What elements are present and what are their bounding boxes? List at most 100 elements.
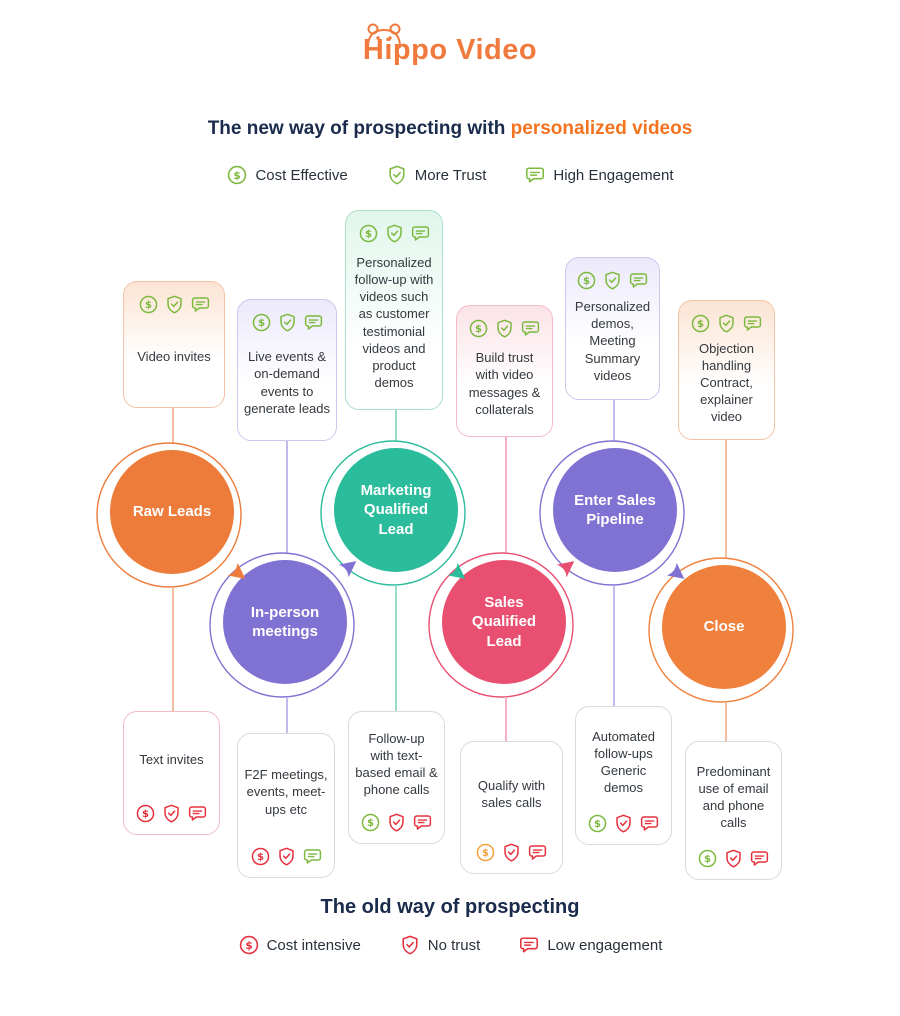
new-way-card-text: Live events & on-demand events to genera… [244, 349, 331, 416]
card-icon-row [360, 812, 433, 833]
new-way-card-close: Objection handling Contract, explainer v… [678, 300, 775, 440]
card-icon-row [468, 318, 541, 339]
connector-line [172, 408, 174, 443]
old-way-card-text: Automated follow-ups Generic demos [592, 728, 655, 796]
connector-line [172, 587, 174, 711]
old-way-card-text: Qualify with sales calls [477, 777, 546, 810]
card-icon-row [138, 294, 211, 315]
legend-item-no-trust: No trust [399, 934, 481, 956]
connector-line [395, 585, 397, 711]
old-way-card-text: Predominant use of email and phone calls [696, 763, 771, 831]
chat-icon [524, 164, 546, 186]
dollar-icon [250, 846, 271, 867]
old-way-card-text: F2F meetings, events, meet-ups etc [244, 767, 328, 817]
chat-icon [187, 803, 208, 824]
dollar-icon [135, 803, 156, 824]
stage-ring [428, 552, 574, 698]
shield-check-icon [277, 312, 298, 333]
new-way-card-enter-sales-pipeline: Personalized demos, Meeting Summary vide… [565, 257, 660, 400]
new-way-card-marketing-qualified-lead: Personalized follow-up with videos such … [345, 210, 443, 410]
dollar-icon [138, 294, 159, 315]
shield-check-icon [386, 812, 407, 833]
dollar-icon [468, 318, 489, 339]
dollar-icon [238, 934, 260, 956]
card-icon-row [135, 803, 208, 824]
old-way-card-marketing-qualified-lead: Follow-up with text-based email & phone … [348, 711, 445, 844]
dollar-icon [576, 270, 597, 291]
chat-icon [303, 312, 324, 333]
card-icon-row [250, 846, 323, 867]
shield-check-icon [399, 934, 421, 956]
connector-line [505, 437, 507, 553]
dollar-icon [475, 842, 496, 863]
card-icon-row [587, 813, 660, 834]
old-way-title: The old way of prospecting [320, 896, 580, 918]
old-way-card-raw-leads: Text invites [123, 711, 220, 835]
dollar-icon [360, 812, 381, 833]
stage-ring [539, 440, 685, 586]
shield-check-icon [276, 846, 297, 867]
connector-line [505, 697, 507, 741]
new-way-card-text: Video invites [137, 349, 211, 365]
stage-circle-raw-leads: Raw Leads [110, 450, 234, 574]
dollar-icon [697, 848, 718, 869]
chat-icon [527, 842, 548, 863]
stage-circle-in-person-meetings: In-person meetings [223, 560, 347, 684]
old-way-card-enter-sales-pipeline: Automated follow-ups Generic demos [575, 706, 672, 845]
connector-line [286, 697, 288, 733]
legend-label: No trust [427, 936, 481, 954]
card-icon-row [576, 270, 649, 291]
shield-check-icon [602, 270, 623, 291]
legend-label: High Engagement [553, 166, 674, 184]
shield-check-icon [723, 848, 744, 869]
shield-check-icon [716, 313, 737, 334]
logo-text: Hippo Video [362, 34, 538, 66]
hippo-video-logo: Hippo Video [0, 23, 900, 82]
new-way-title-highlight: personalized videos [510, 118, 693, 139]
connector-line [613, 585, 615, 706]
shield-check-icon [501, 842, 522, 863]
connector-line [395, 410, 397, 441]
chat-icon [749, 848, 770, 869]
connector-line [725, 440, 727, 558]
new-way-card-text: Personalized demos, Meeting Summary vide… [574, 299, 651, 383]
dollar-icon [690, 313, 711, 334]
old-way-card-sales-qualified-lead: Qualify with sales calls [460, 741, 563, 874]
new-way-card-raw-leads: Video invites [123, 281, 225, 408]
card-icon-row [697, 848, 770, 869]
stage-ring [320, 440, 466, 586]
chat-icon [639, 813, 660, 834]
shield-check-icon [384, 223, 405, 244]
shield-check-icon [613, 813, 634, 834]
stage-circle-marketing-qualified-lead: Marketing Qualified Lead [334, 448, 458, 572]
connector-line [725, 702, 727, 741]
dollar-icon [251, 312, 272, 333]
legend-item-low-engagement: Low engagement [518, 934, 662, 956]
stage-ring [648, 557, 794, 703]
dollar-icon [226, 164, 248, 186]
stage-circle-enter-sales-pipeline: Enter Sales Pipeline [553, 448, 677, 572]
chat-icon [518, 934, 540, 956]
new-way-card-in-person-meetings: Live events & on-demand events to genera… [237, 299, 337, 441]
chat-icon [190, 294, 211, 315]
legend-label: Cost intensive [266, 936, 361, 954]
new-way-card-text: Personalized follow-up with videos such … [354, 254, 434, 390]
legend-item-more-trust: More Trust [386, 164, 486, 186]
new-way-card-sales-qualified-lead: Build trust with video messages & collat… [456, 305, 553, 437]
shield-check-icon [161, 803, 182, 824]
chat-icon [520, 318, 541, 339]
stage-ring [209, 552, 355, 698]
legend-item-high-engagement: High Engagement [524, 164, 674, 186]
new-way-card-text: Build trust with video messages & collat… [468, 350, 541, 417]
connector-line [286, 441, 288, 553]
new-way-card-text: Objection handling Contract, explainer v… [699, 340, 754, 425]
old-way-card-text: Follow-up with text-based email & phone … [355, 730, 438, 798]
connector-line [613, 400, 615, 441]
new-way-title: The new way of prospecting with personal… [0, 118, 900, 140]
stage-circle-sales-qualified-lead: Sales Qualified Lead [442, 560, 566, 684]
old-way-card-text: Text invites [139, 751, 204, 767]
legend-item-cost-intensive: Cost intensive [238, 934, 361, 956]
dollar-icon [358, 223, 379, 244]
old-way-card-close: Predominant use of email and phone calls [685, 741, 782, 880]
